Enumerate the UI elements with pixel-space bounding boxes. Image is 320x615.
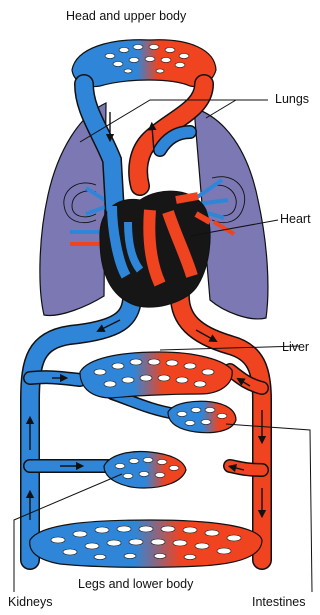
label-lungs: Lungs [275,93,309,106]
label-intestines: Intestines [252,596,306,609]
lungs-leader-right [206,100,268,118]
label-kidneys: Kidneys [8,596,52,609]
label-head-upper-body: Head and upper body [66,10,186,23]
heart [100,191,210,307]
kidneys-capillary-bed [104,452,186,488]
legs-capillary-bed [30,520,262,567]
intestines-capillary-bed [168,401,236,432]
label-legs-lower-body: Legs and lower body [78,578,193,591]
label-heart: Heart [280,213,311,226]
label-liver: Liver [282,341,309,354]
head-capillary-bed [72,40,216,87]
liver-capillary-bed [80,352,232,398]
